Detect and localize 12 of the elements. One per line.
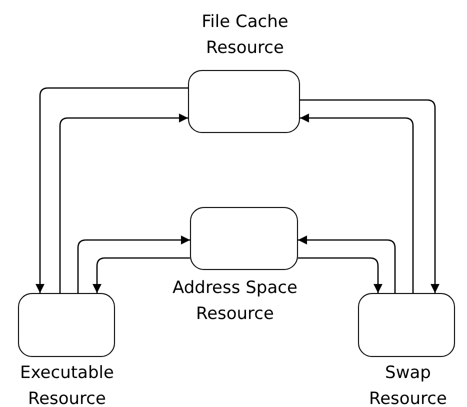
arrow bbox=[77, 236, 190, 293]
resource-label: File Cache Resource bbox=[200, 11, 290, 60]
arrow bbox=[298, 257, 382, 293]
arrow bbox=[298, 236, 396, 293]
arrow bbox=[300, 99, 440, 293]
arrow bbox=[59, 114, 188, 293]
resource-label: Swap Resource bbox=[368, 362, 448, 407]
arrow bbox=[92, 257, 190, 293]
arrow bbox=[36, 87, 188, 293]
resource-label: Executable Resource bbox=[19, 362, 115, 407]
arrow bbox=[300, 114, 414, 293]
resource-label: Address Space Resource bbox=[172, 277, 298, 326]
